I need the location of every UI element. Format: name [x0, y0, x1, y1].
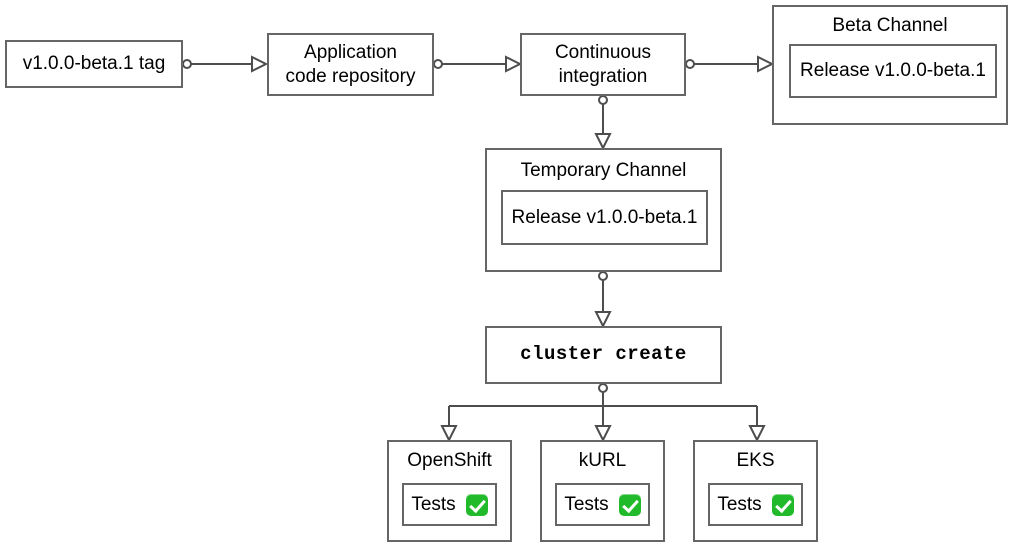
group-temporary-channel[interactable]: Temporary Channel Release v1.0.0-beta.1 [485, 148, 722, 272]
edge-ci-to-beta-channel [685, 55, 775, 73]
node-application-code-repository-label: Application code repository [285, 42, 416, 87]
node-beta-channel-release-label: Release v1.0.0-beta.1 [800, 60, 986, 81]
group-eks-label: EKS [736, 450, 775, 471]
green-check-icon [618, 493, 641, 516]
node-kurl-tests-label: Tests [564, 493, 609, 515]
group-temporary-channel-label: Temporary Channel [520, 160, 687, 181]
node-openshift-tests-label: Tests [411, 493, 456, 515]
node-kurl-tests[interactable]: Tests [555, 483, 650, 526]
node-temporary-channel-release-label: Release v1.0.0-beta.1 [511, 206, 698, 228]
node-version-tag-label: v1.0.0-beta.1 tag [22, 53, 166, 75]
node-beta-channel-release[interactable]: Release v1.0.0-beta.1 [789, 44, 997, 98]
node-application-code-repository[interactable]: Application code repository [267, 33, 434, 96]
node-continuous-integration-label: Continuous integration [554, 42, 652, 87]
edge-temporary-channel-to-cluster-create [594, 271, 612, 329]
node-cluster-create[interactable]: cluster create [485, 326, 722, 384]
green-check-icon [771, 493, 794, 516]
node-version-tag[interactable]: v1.0.0-beta.1 tag [5, 40, 183, 88]
node-continuous-integration[interactable]: Continuous integration [520, 33, 686, 96]
node-openshift-tests[interactable]: Tests [402, 483, 497, 526]
edge-tag-to-repo [182, 55, 269, 73]
group-beta-channel-label: Beta Channel [832, 15, 948, 36]
group-openshift-label: OpenShift [407, 450, 492, 471]
edge-ci-to-temporary-channel [594, 95, 612, 151]
group-openshift[interactable]: OpenShift Tests [387, 440, 512, 542]
node-eks-tests[interactable]: Tests [708, 483, 803, 526]
node-temporary-channel-release[interactable]: Release v1.0.0-beta.1 [501, 190, 708, 245]
node-eks-tests-label: Tests [717, 493, 762, 515]
edge-repo-to-ci [433, 55, 523, 73]
group-kurl[interactable]: kURL Tests [540, 440, 665, 542]
edge-cluster-create-to-platforms [440, 383, 766, 443]
group-kurl-label: kURL [578, 450, 627, 471]
node-cluster-create-label: cluster create [520, 343, 687, 366]
group-beta-channel[interactable]: Beta Channel Release v1.0.0-beta.1 [772, 5, 1008, 125]
green-check-icon [465, 493, 488, 516]
group-eks[interactable]: EKS Tests [693, 440, 818, 542]
